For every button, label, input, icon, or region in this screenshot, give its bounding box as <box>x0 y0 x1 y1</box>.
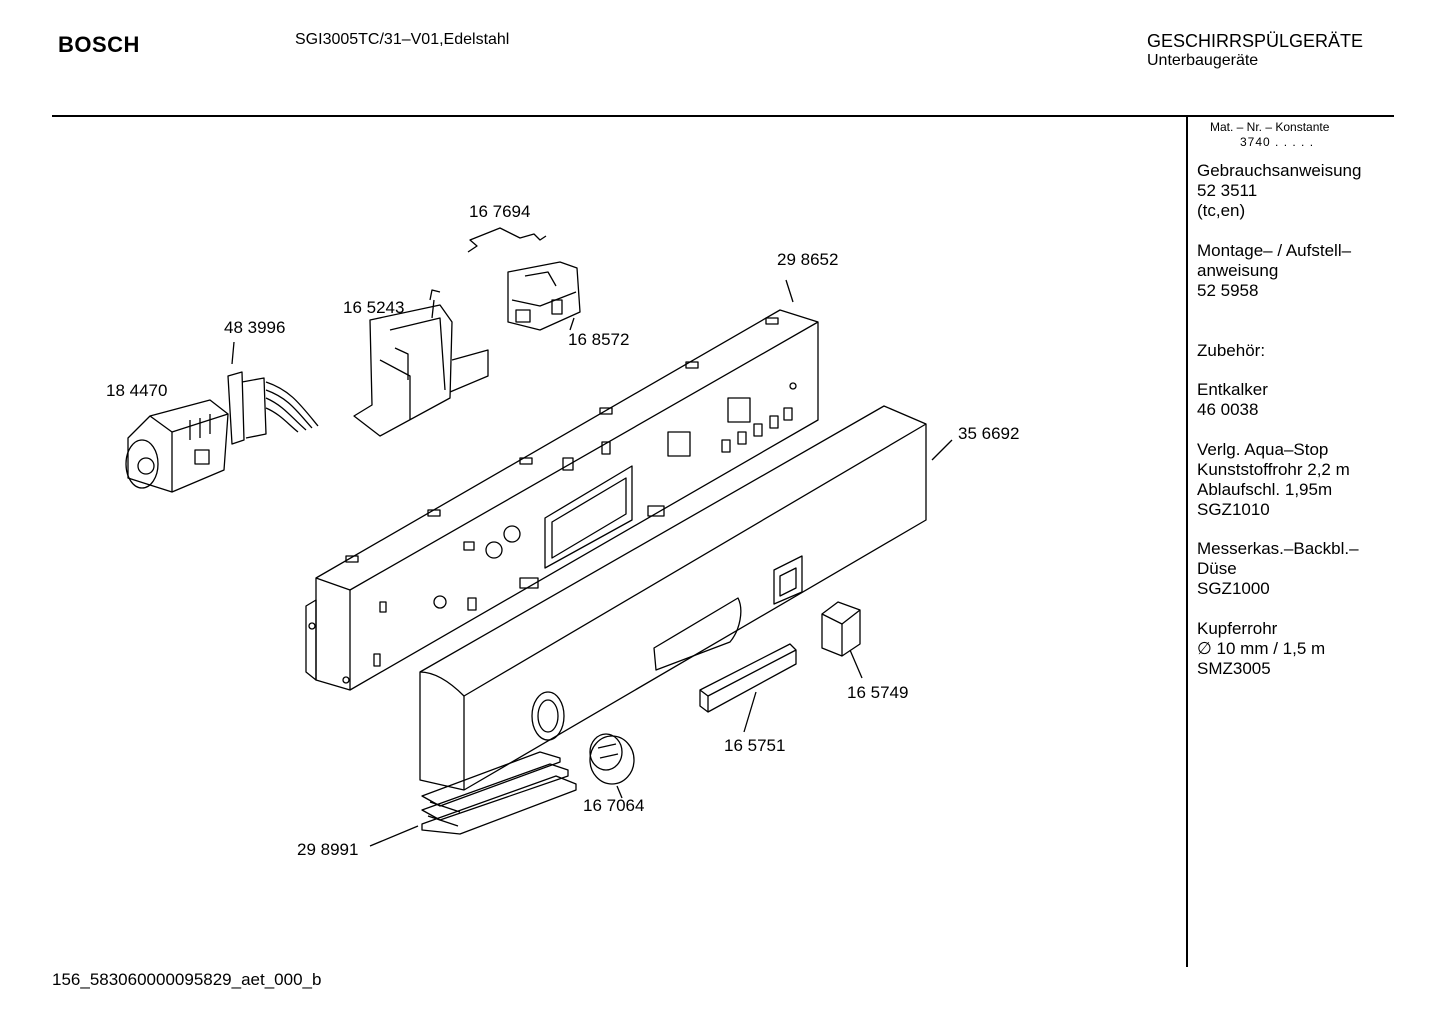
subcategory-title: Unterbaugeräte <box>1147 52 1259 69</box>
mat-number-title: Mat. – Nr. – Konstante <box>1210 120 1330 134</box>
spring-clip-part <box>467 227 547 253</box>
programmer-housing-part <box>353 289 489 437</box>
part-label: 16 7064 <box>583 796 645 815</box>
mat-number-value: 3740 . . . . . <box>1240 135 1315 149</box>
leader-165243 <box>431 299 435 319</box>
exploded-diagram <box>125 227 953 847</box>
part-label: 16 8572 <box>568 330 630 349</box>
part-label: 29 8652 <box>777 250 839 269</box>
part-label: 48 3996 <box>224 318 286 337</box>
light-guide-part <box>699 643 797 713</box>
document-id: 156_583060000095829_aet_000_b <box>52 970 322 989</box>
sidebar-divider <box>1186 117 1188 967</box>
timer-part <box>125 399 229 493</box>
part-label: 18 4470 <box>106 381 168 400</box>
panel-frame-part <box>305 309 819 691</box>
category-title: GESCHIRRSPÜLGERÄTE <box>1147 31 1364 51</box>
leader-298652 <box>785 279 794 303</box>
part-label: 16 5751 <box>724 736 786 755</box>
brand-logo: BOSCH <box>58 32 140 57</box>
switch-part <box>507 261 581 331</box>
leader-356692 <box>931 439 953 461</box>
model-title: SGI3005TC/31–V01,Edelstahl <box>295 31 510 48</box>
leader-167064 <box>616 785 623 799</box>
sidebar-item-accessories: Zubehör: <box>1197 341 1266 360</box>
leader-483996 <box>231 341 235 365</box>
leader-165751 <box>743 691 757 733</box>
part-label: 16 5243 <box>343 298 405 317</box>
fascia-part <box>419 405 927 791</box>
leader-165749 <box>849 649 863 679</box>
leader-168572 <box>569 317 575 331</box>
knob-part <box>589 733 635 785</box>
part-label: 16 5749 <box>847 683 909 702</box>
part-label: 16 7694 <box>469 202 531 221</box>
packaging-strips-part <box>421 751 577 835</box>
cable-harness-part <box>227 371 319 445</box>
header-divider <box>52 115 1394 117</box>
button-part <box>821 601 861 657</box>
part-label: 29 8991 <box>297 840 359 859</box>
leader-298991 <box>369 825 419 847</box>
part-label: 35 6692 <box>958 424 1020 443</box>
